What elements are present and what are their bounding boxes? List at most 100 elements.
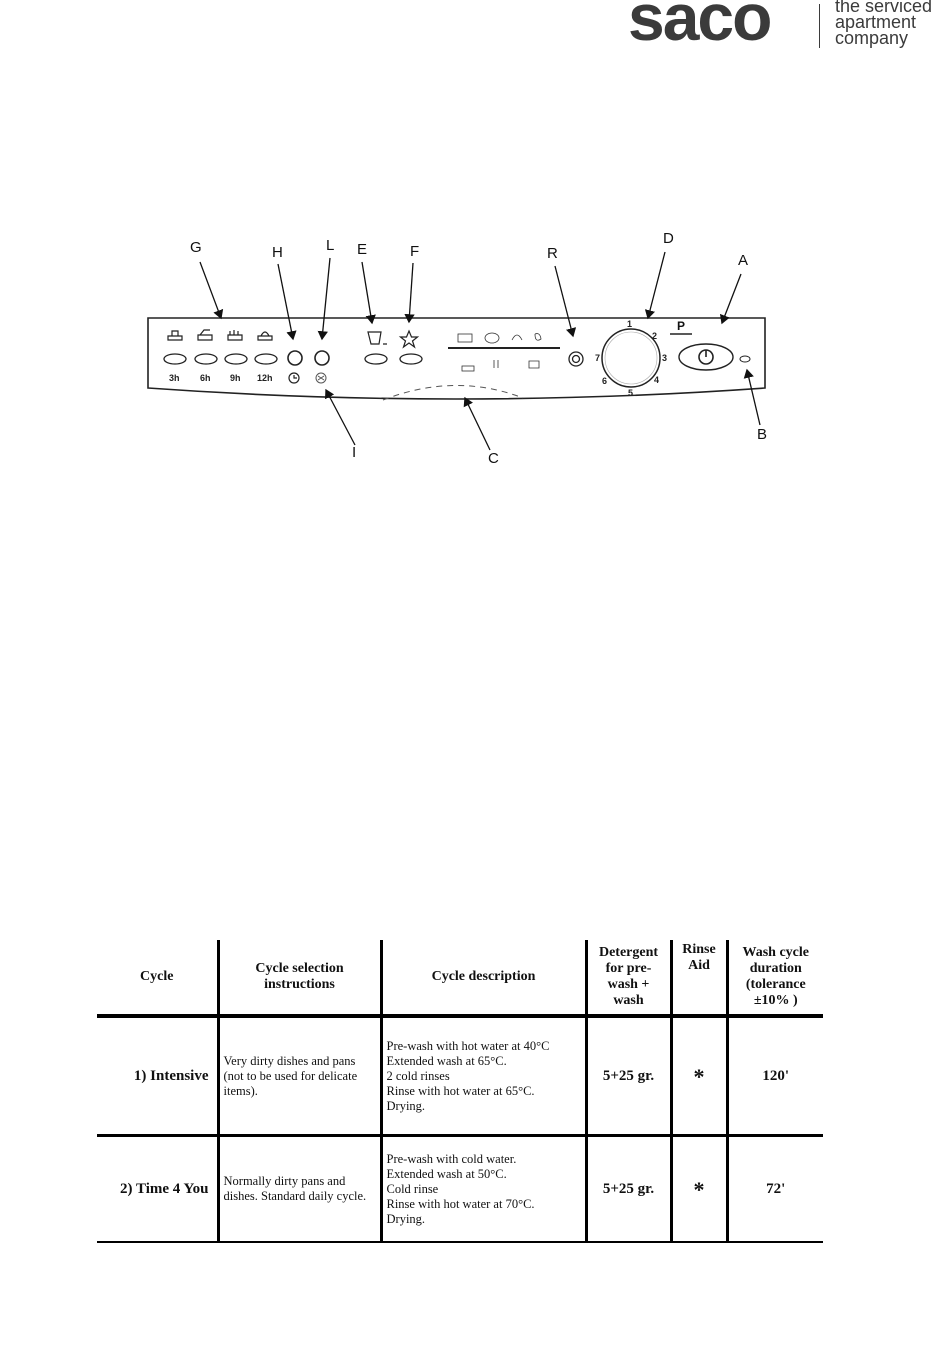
callout-r: R xyxy=(547,245,558,262)
dial-number-3: 3 xyxy=(662,353,667,363)
arrow-g xyxy=(199,261,224,320)
header-detergent: Detergent for pre-wash + wash xyxy=(584,940,671,1018)
delay-button-3h xyxy=(163,353,187,365)
start-button-h xyxy=(287,350,303,366)
dial-number-2: 2 xyxy=(652,331,657,341)
legend-icon-3 xyxy=(511,334,523,341)
delay-label-6h: 6h xyxy=(200,373,211,383)
legend-icon-6 xyxy=(493,360,499,368)
callout-e: E xyxy=(357,241,367,258)
callout-i: I xyxy=(352,444,356,461)
program-dial xyxy=(601,328,661,388)
callout-d: D xyxy=(663,230,674,247)
tagline-line-3: company xyxy=(835,28,909,48)
dial-number-7: 7 xyxy=(595,353,600,363)
extra-button-f xyxy=(399,353,423,365)
callout-a: A xyxy=(738,252,748,269)
cycle-description: Pre-wash with hot water at 40°C Extended… xyxy=(379,1016,586,1137)
salt-icon xyxy=(315,372,327,384)
dial-number-5: 5 xyxy=(628,388,633,398)
delay-label-9h: 9h xyxy=(230,373,241,383)
pan-icon-3 xyxy=(227,330,243,341)
arrow-a xyxy=(719,273,742,325)
brand-wordmark: saco xyxy=(628,0,772,54)
arrow-f xyxy=(404,262,415,324)
cycle-description: Pre-wash with cold water. Extended wash … xyxy=(379,1135,586,1243)
delay-buttons xyxy=(163,353,278,365)
half-load-icon xyxy=(367,331,387,345)
arrow-h xyxy=(277,263,297,341)
delay-label-12h: 12h xyxy=(257,373,273,383)
table-header-row: Cycle Cycle selection instructions Cycle… xyxy=(97,940,823,1018)
legend-dashed-arc xyxy=(382,385,524,401)
table-row: 2) Time 4 You Normally dirty pans and di… xyxy=(97,1135,823,1243)
cycle-detergent: 5+25 gr. xyxy=(584,1135,671,1243)
tagline-line-2: apartment xyxy=(835,12,917,32)
header-cycle: Cycle xyxy=(97,940,218,1018)
tagline-line-1: the serviced xyxy=(835,0,933,16)
delay-button-9h xyxy=(224,353,248,365)
dial-number-6: 6 xyxy=(602,376,607,386)
brand-tagline: the serviced apartment company xyxy=(835,0,933,48)
saco-logo: saco the serviced apartment company xyxy=(628,0,950,60)
legend-icon-7 xyxy=(528,360,540,369)
program-legend xyxy=(457,332,542,372)
power-icon xyxy=(698,349,714,365)
legend-icon-2 xyxy=(484,332,500,344)
dial-number-4: 4 xyxy=(654,375,659,385)
callout-f: F xyxy=(410,243,419,260)
cycle-duration: 120' xyxy=(725,1016,823,1137)
callout-h: H xyxy=(272,244,283,261)
cycle-detergent: 5+25 gr. xyxy=(584,1016,671,1137)
delay-button-6h xyxy=(194,353,218,365)
rinse-knob-r xyxy=(568,351,584,367)
delay-label-3h: 3h xyxy=(169,373,180,383)
callout-arrows xyxy=(199,251,761,451)
arrow-r xyxy=(554,265,577,338)
dial-numbers: 1 2 3 4 5 6 7 xyxy=(595,319,667,398)
half-load-button-e xyxy=(364,353,388,365)
delay-button-12h xyxy=(254,353,278,365)
prog-label-p: P xyxy=(677,319,685,333)
pan-icon-4 xyxy=(257,331,273,341)
table-row: 1) Intensive Very dirty dishes and pans … xyxy=(97,1016,823,1137)
callout-l: L xyxy=(326,237,334,254)
legend-icon-5 xyxy=(461,365,475,372)
logo-divider xyxy=(819,4,820,48)
control-panel-diagram: 3h 6h 9h 12h 1 2 3 4 5 xyxy=(147,230,767,467)
cycle-name: 2) Time 4 You xyxy=(97,1135,218,1243)
cycle-selection: Very dirty dishes and pans (not to be us… xyxy=(216,1016,381,1137)
arrow-e xyxy=(361,261,376,325)
header-duration: Wash cycle duration (tolerance ±10% ) xyxy=(725,940,823,1018)
pan-icon-1 xyxy=(167,330,183,341)
arrow-b xyxy=(743,368,761,426)
arrow-i xyxy=(325,388,356,446)
reset-button-l xyxy=(314,350,330,366)
delay-labels: 3h 6h 9h 12h xyxy=(169,373,273,383)
legend-icon-4 xyxy=(534,333,542,341)
cycle-name: 1) Intensive xyxy=(97,1016,218,1137)
cycle-rinse-aid: * xyxy=(669,1016,727,1137)
header-rinse-aid: Rinse Aid xyxy=(669,940,727,1018)
cycle-selection: Normally dirty pans and dishes. Standard… xyxy=(216,1135,381,1243)
wash-cycle-table: Cycle Cycle selection instructions Cycle… xyxy=(97,940,823,1243)
program-icons xyxy=(167,329,273,341)
dial-number-1: 1 xyxy=(627,319,632,329)
callout-b: B xyxy=(757,426,767,443)
power-led-b xyxy=(739,355,751,363)
callout-g: G xyxy=(190,239,202,256)
callout-c: C xyxy=(488,450,499,467)
header-selection: Cycle selection instructions xyxy=(216,940,381,1018)
callout-labels: G H L E F R D A B C I xyxy=(190,230,767,467)
header-description: Cycle description xyxy=(379,940,586,1018)
arrow-c xyxy=(463,396,491,451)
dial-rim xyxy=(604,331,658,385)
cycle-rinse-aid: * xyxy=(669,1135,727,1243)
pan-icon-2 xyxy=(197,329,213,341)
start-icon xyxy=(288,372,300,384)
arrow-l xyxy=(317,257,331,341)
cycle-duration: 72' xyxy=(725,1135,823,1243)
legend-icon-1 xyxy=(457,333,473,343)
arrow-d xyxy=(644,251,666,320)
star-icon xyxy=(398,329,420,349)
